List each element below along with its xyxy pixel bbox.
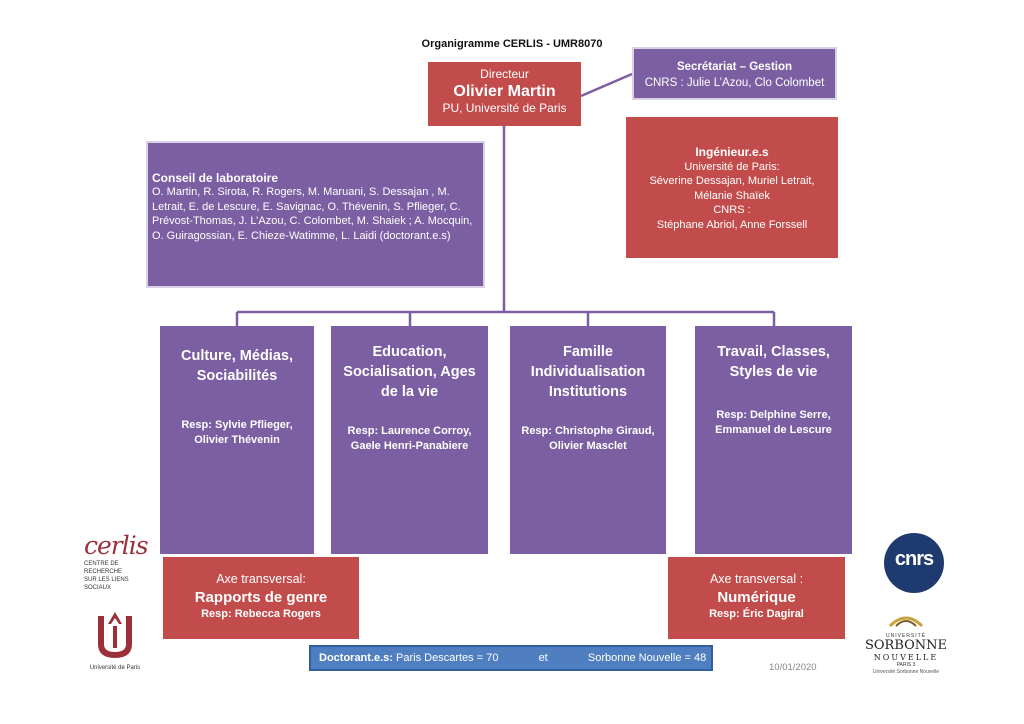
sorbonne-top: UNIVERSITÉ (885, 633, 926, 639)
connector-director-secretariat (580, 72, 633, 98)
axis-resp: Resp: Rebecca Rogers (201, 608, 321, 620)
team-name: Travail, Classes, Styles de vie (717, 344, 830, 380)
director-name: Olivier Martin (453, 83, 556, 100)
cnrs-logo: cnrs (884, 533, 944, 593)
team-box-education: Education, Socialisation, Ages de la vie… (331, 326, 488, 554)
team-resp: Resp: Laurence Corroy, Gaele Henri-Panab… (347, 425, 472, 452)
sorbonne-nouvelle-logo: UNIVERSITÉ SORBONNE NOUVELLE PARIS 3 Uni… (862, 608, 950, 678)
universite-de-paris-logo: Université de Paris (86, 610, 144, 672)
engineers-line: Séverine Dessajan, Muriel Letrait, (649, 175, 815, 187)
engineers-title: Ingénieur.e.s (695, 145, 769, 159)
sorbonne-main: SORBONNE (864, 638, 948, 653)
chart-title: Organigramme CERLIS - UMR8070 (421, 38, 603, 50)
sorbonne-sub: NOUVELLE (873, 653, 939, 662)
engineers-box: Ingénieur.e.s Université de Paris: Séver… (626, 117, 838, 258)
cerlis-logo-sub1: CENTRE DE RECHERCHE (84, 561, 123, 575)
team-resp: Resp: Christophe Giraud, Olivier Masclet (521, 425, 655, 452)
doctorants-sep: et (538, 652, 548, 664)
council-members: O. Martin, R. Sirota, R. Rogers, M. Maru… (152, 186, 473, 242)
axis-box-numerique: Axe transversal : Numérique Resp: Éric D… (668, 557, 845, 639)
secretariat-members: CNRS : Julie L’Azou, Clo Colombet (644, 77, 825, 89)
doctorants-part1: Paris Descartes = 70 (396, 652, 499, 664)
engineers-line: Université de Paris: (684, 160, 780, 173)
team-name: Famille Individualisation Institutions (530, 344, 646, 400)
council-title: Conseil de laboratoire (152, 171, 279, 185)
secretariat-title: Secrétariat – Gestion (676, 61, 793, 73)
director-affiliation: PU, Université de Paris (442, 101, 567, 115)
engineers-line: CNRS : (713, 204, 751, 216)
team-box-famille: Famille Individualisation Institutions R… (510, 326, 666, 554)
engineers-line: Stéphane Abriol, Anne Forssell (656, 218, 808, 231)
director-box: Directeur Olivier Martin PU, Université … (428, 62, 581, 126)
team-name: Culture, Médias, Sociabilités (181, 348, 293, 384)
director-role: Directeur (480, 67, 529, 81)
team-box-culture: Culture, Médias, Sociabilités Resp: Sylv… (160, 326, 314, 554)
sorbonne-caption: Université Sorbonne Nouvelle (872, 669, 940, 675)
team-name: Education, Socialisation, Ages de la vie (343, 344, 476, 400)
doctorants-label: Doctorant.e.s: (319, 652, 393, 664)
date-label: 10/01/2020 (769, 662, 817, 673)
cerlis-logo-word: cerlis (84, 531, 149, 560)
sorbonne-emblem-icon (888, 616, 924, 628)
cerlis-logo: cerlis CENTRE DE RECHERCHE SUR LES LIENS… (84, 532, 154, 592)
axis-resp: Resp: Éric Dagiral (709, 608, 804, 620)
axis-name: Numérique (717, 589, 796, 606)
axis-box-genre: Axe transversal: Rapports de genre Resp:… (163, 557, 359, 639)
doctorants-part2: Sorbonne Nouvelle = 48 (587, 652, 707, 664)
team-box-travail: Travail, Classes, Styles de vie Resp: De… (695, 326, 852, 554)
team-resp: Resp: Sylvie Pflieger, Olivier Thévenin (181, 419, 293, 446)
axis-label: Axe transversal: (216, 572, 306, 586)
council-box: Conseil de laboratoire O. Martin, R. Sir… (146, 141, 485, 288)
engineers-line: Mélanie Shaïek (694, 189, 770, 202)
axis-name: Rapports de genre (194, 589, 328, 606)
axis-label: Axe transversal : (709, 572, 804, 586)
cnrs-logo-word: cnrs (894, 548, 934, 570)
team-resp: Resp: Delphine Serre, Emmanuel de Lescur… (715, 409, 832, 436)
universite-de-paris-caption: Université de Paris (89, 665, 141, 671)
universite-de-paris-emblem-icon (98, 612, 132, 658)
secretariat-box: Secrétariat – Gestion CNRS : Julie L’Azo… (632, 47, 837, 100)
sorbonne-paris: PARIS 3 (896, 662, 916, 668)
cerlis-logo-sub2: SUR LES LIENS SOCIAUX (84, 577, 129, 591)
doctorants-bar: Doctorant.e.s: Paris Descartes = 70 et S… (309, 645, 713, 671)
